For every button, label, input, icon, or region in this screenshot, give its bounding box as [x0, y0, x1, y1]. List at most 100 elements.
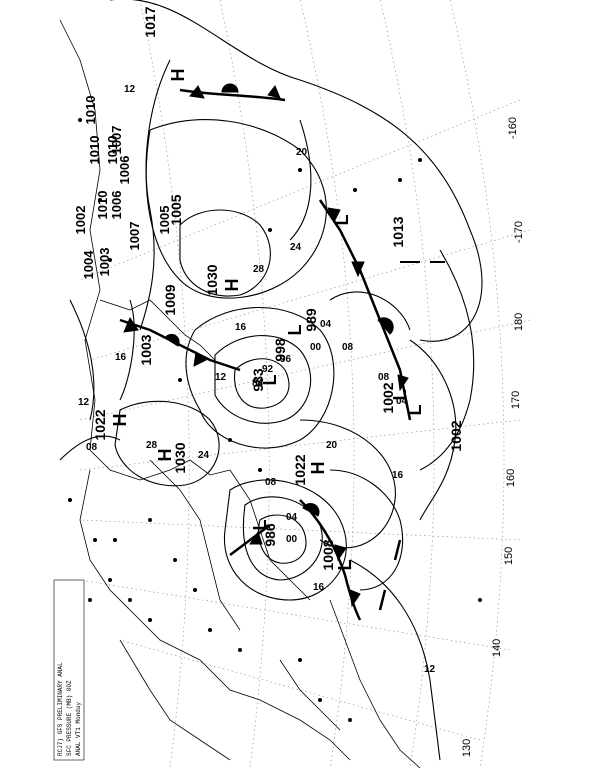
longitude-label: -170: [513, 221, 525, 243]
svg-text:1002: 1002: [380, 382, 396, 413]
isobar-label: 12: [215, 372, 227, 383]
high-value: 1022: [292, 454, 308, 485]
pressure-value: 1005: [157, 206, 172, 235]
isobar-label: 16: [313, 582, 325, 593]
low-value: 983: [250, 368, 266, 392]
svg-text:1002: 1002: [448, 420, 464, 451]
longitude-label: 130: [461, 739, 473, 757]
low-value: 1008: [320, 539, 336, 570]
longitude-label: 170: [510, 391, 522, 409]
svg-text:1013: 1013: [390, 216, 406, 247]
isobar-label: 16: [235, 322, 247, 333]
isobar-label: 96: [280, 354, 292, 365]
low-value: 989: [303, 308, 319, 332]
low-center: L: [250, 520, 270, 531]
high-center: H: [308, 462, 328, 475]
high-value: 1030: [172, 442, 188, 473]
pressure-value: 1006: [109, 191, 124, 220]
svg-text:H: H: [222, 279, 242, 292]
low-value: 1005: [168, 194, 184, 225]
isobar-label: 24: [198, 450, 210, 461]
pressure-value: 1007: [127, 222, 142, 251]
low-value: 1003: [138, 334, 154, 365]
latlon-grid: [79, 0, 531, 768]
isobar-label: 08: [342, 342, 354, 353]
svg-text:H: H: [110, 414, 130, 427]
isobar-label: 04: [396, 396, 408, 407]
pressure-value: 1006: [117, 156, 132, 185]
high-value: 1030: [204, 264, 220, 295]
svg-text:1017: 1017: [142, 6, 158, 37]
left-cluster-values: 1010 1010 1007 1006 1002 1004 1003 1007 …: [73, 96, 172, 280]
longitude-label: 150: [503, 547, 515, 565]
low-value: 1009: [162, 284, 178, 315]
low-center: L: [335, 560, 355, 571]
svg-text:986: 986: [262, 523, 278, 547]
svg-text:989: 989: [303, 308, 319, 332]
svg-text:L: L: [260, 375, 280, 386]
low-value: 1013: [390, 216, 406, 247]
low-center: L: [285, 325, 305, 336]
high-center: H: [155, 449, 175, 462]
pressure-value: 1010: [95, 191, 110, 220]
low-center: L: [260, 375, 280, 386]
isobar-label: 00: [310, 342, 322, 353]
pressure-value: 1007: [109, 126, 124, 155]
svg-text:1030: 1030: [204, 264, 220, 295]
pressure-value: 1010: [105, 136, 120, 165]
isobar-label: 28: [146, 440, 158, 451]
longitude-label: 160: [505, 469, 517, 487]
map-caption: RCJ7) GFS PRELIMINARY ANAL SFC PRESSURE …: [53, 579, 85, 761]
low-center: L: [405, 405, 425, 416]
pressure-value: 1003: [97, 248, 112, 277]
high-value: 1022: [92, 409, 108, 440]
pressure-value: 1010: [87, 136, 102, 165]
longitude-labels: -160 -170 180 170 160 150 140 130: [461, 117, 525, 757]
isobars: [59, 0, 483, 761]
low-value: 1002: [380, 382, 396, 413]
svg-text:H: H: [155, 449, 175, 462]
isobar-label: 00: [286, 534, 298, 545]
isobar-labels: 12 16 20 24 28 08 04 00 96 92 84 08 04 1…: [78, 84, 436, 675]
pressure-value: 1010: [83, 96, 98, 125]
fronts: [119, 83, 445, 621]
svg-text:983: 983: [250, 368, 266, 392]
high-center: H: [222, 279, 242, 292]
caption-line: RCJ7) GFS PRELIMINARY ANAL: [57, 662, 64, 756]
isobar-label: 12: [124, 84, 136, 95]
svg-text:L: L: [405, 405, 425, 416]
svg-text:1008: 1008: [320, 539, 336, 570]
high-center: H: [168, 69, 188, 82]
svg-text:1009: 1009: [162, 284, 178, 315]
isobar-label: 84: [252, 378, 264, 389]
isobar-label: 04: [286, 512, 298, 523]
high-center: H: [110, 414, 130, 427]
svg-text:1022: 1022: [292, 454, 308, 485]
longitude-label: -160: [507, 117, 519, 139]
high-value: 1017: [142, 6, 158, 37]
svg-text:L: L: [285, 325, 305, 336]
pressure-value: 1002: [73, 206, 88, 235]
caption-line: SFC PRESSURE (MB) 00Z: [66, 680, 73, 756]
low-value: 1002: [448, 420, 464, 451]
isobar-label: 16: [392, 470, 404, 481]
coastlines: [59, 19, 421, 768]
svg-text:1003: 1003: [138, 334, 154, 365]
isobar-label: 08: [86, 442, 98, 453]
isobar-label: 08: [378, 372, 390, 383]
isobar-label: 12: [424, 664, 436, 675]
isobar-label: 20: [326, 440, 338, 451]
station-plots: [68, 118, 482, 722]
svg-text:L: L: [250, 520, 270, 531]
low-center: L: [390, 390, 410, 401]
isobar-label: 28: [253, 264, 265, 275]
svg-text:H: H: [168, 69, 188, 82]
longitude-label: 180: [513, 313, 525, 331]
svg-text:1030: 1030: [172, 442, 188, 473]
pressure-value: 1004: [81, 250, 96, 280]
isobar-label: 92: [262, 364, 274, 375]
svg-text:H: H: [308, 462, 328, 475]
svg-text:L: L: [335, 560, 355, 571]
isobar-label: 12: [78, 397, 90, 408]
